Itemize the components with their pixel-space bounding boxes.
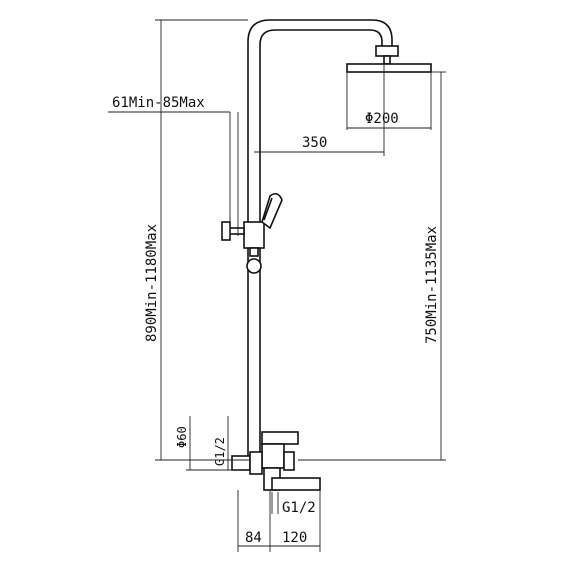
label-total-height: 890Min-1180Max bbox=[144, 224, 160, 342]
hand-shower bbox=[261, 192, 283, 230]
label-head-height: 750Min-1135Max bbox=[424, 226, 440, 344]
dimension-lines bbox=[108, 19, 446, 552]
label-outlet-thread: G1/2 bbox=[282, 500, 316, 516]
riser-pipe bbox=[247, 19, 393, 466]
label-pipe-diameter: Φ60 bbox=[175, 426, 189, 448]
slide-bracket bbox=[221, 221, 265, 249]
label-head-diameter: Φ200 bbox=[365, 111, 399, 127]
label-inlet-thread: G1/2 bbox=[213, 437, 227, 466]
label-wall-offset: 84 bbox=[245, 530, 262, 546]
dimension-labels: 61Min-85Max Φ200 350 890Min-1180Max 750M… bbox=[112, 95, 440, 546]
hose-connector bbox=[246, 247, 262, 274]
label-spout-length: 120 bbox=[282, 530, 307, 546]
mixer-valve bbox=[231, 431, 321, 491]
shower-head bbox=[346, 45, 432, 73]
label-arm-length: 350 bbox=[302, 135, 327, 151]
label-arm-extension: 61Min-85Max bbox=[112, 95, 205, 111]
